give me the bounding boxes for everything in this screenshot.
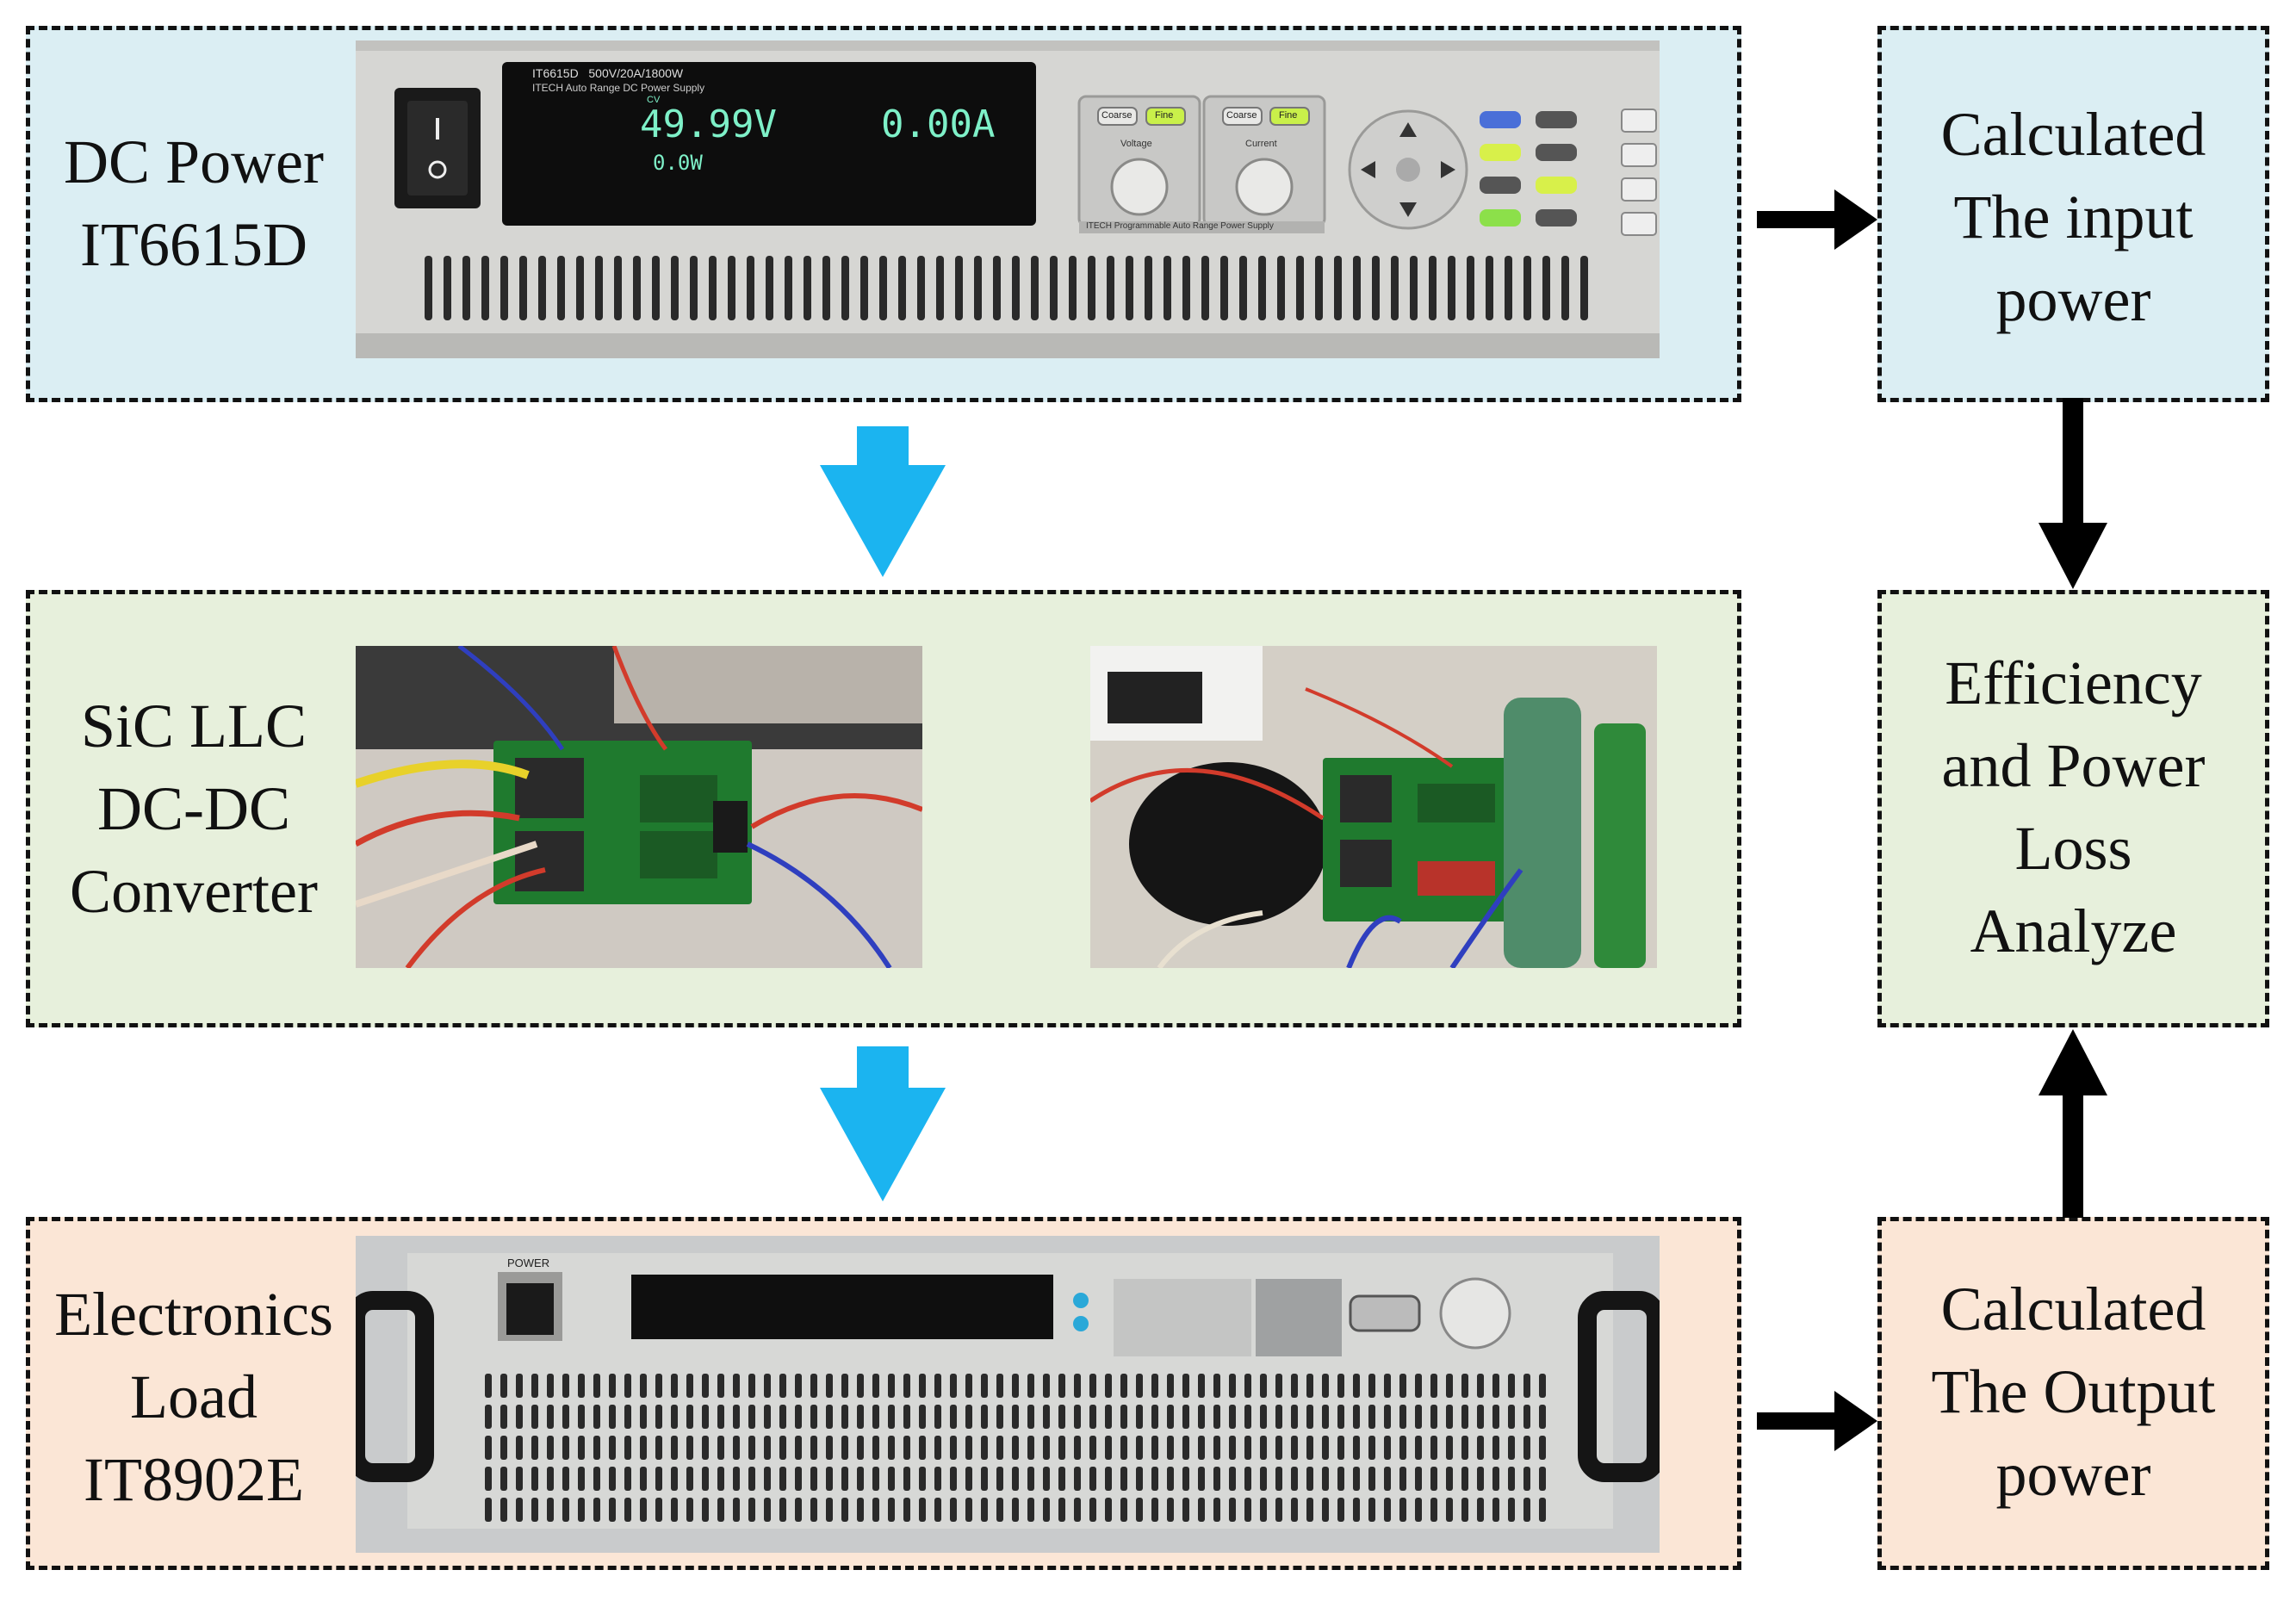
electronic-load-label-line-3: IT8902E — [84, 1445, 304, 1514]
output-power-line-3: power — [1995, 1440, 2151, 1509]
output-power-line-2: The Output — [1931, 1357, 2216, 1426]
flow-arrow-power-to-converter — [820, 426, 946, 577]
psu-voltage-knob-label: Voltage — [1120, 139, 1152, 149]
psu-fine-label-2: Fine — [1279, 110, 1298, 121]
psu-model: IT6615D — [532, 66, 579, 80]
psu-fine-label-1: Fine — [1155, 110, 1174, 121]
arrow-load-to-output-calc — [1757, 1391, 1877, 1451]
arrow-power-to-input-calc — [1757, 189, 1877, 250]
output-power-line-1: Calculated — [1940, 1275, 2206, 1343]
efficiency-line-3: Loss — [2014, 814, 2132, 883]
psu-cv-tag: CV — [647, 95, 661, 105]
calculated-input-power-box — [1877, 26, 2269, 402]
load-power-tag: POWER — [507, 1257, 550, 1269]
input-power-line-2: The input — [1953, 183, 2194, 251]
electronic-load-label-line-2: Load — [130, 1362, 258, 1431]
dc-power-label: DC Power IT6615D — [34, 121, 353, 286]
calculated-output-power-box — [1877, 1217, 2269, 1570]
sic-llc-label-line-2: DC-DC — [96, 774, 290, 843]
psu-current-knob-label: Current — [1245, 139, 1277, 149]
calculated-output-power-label: Calculated The Output power — [1882, 1268, 2265, 1516]
dc-power-label-line-1: DC Power — [64, 127, 324, 196]
efficiency-line-1: Efficiency — [1945, 648, 2202, 717]
efficiency-analysis-label: Efficiency and Power Loss Analyze — [1882, 642, 2265, 972]
arrow-output-calc-to-efficiency — [2038, 1029, 2107, 1218]
arrow-input-calc-to-efficiency — [2038, 398, 2107, 589]
flow-arrow-converter-to-load — [820, 1046, 946, 1201]
psu-footer-text: ITECH Programmable Auto Range Power Supp… — [1086, 221, 1274, 231]
electronic-load-label-line-1: Electronics — [54, 1280, 333, 1349]
converter-board-photo-left — [356, 646, 922, 968]
sic-llc-label-line-1: SiC LLC — [80, 692, 307, 760]
calculated-input-power-label: Calculated The input power — [1882, 93, 2265, 341]
psu-power-readout: 0.0W — [653, 151, 703, 175]
efficiency-analysis-box — [1877, 590, 2269, 1027]
psu-spec: 500V/20A/1800W — [588, 66, 684, 80]
efficiency-line-2: and Power — [1941, 731, 2206, 800]
psu-coarse-label-1: Coarse — [1101, 110, 1132, 121]
dc-power-label-line-2: IT6615D — [80, 210, 307, 279]
psu-voltage-readout: 49.99V — [640, 102, 777, 146]
psu-current-readout: 0.00A — [881, 102, 996, 146]
psu-model-text: IT6615D 500V/20A/1800W — [532, 66, 683, 80]
input-power-line-3: power — [1995, 265, 2151, 334]
electronic-load-photo: POWER — [356, 1236, 1660, 1553]
dc-power-supply-photo: IT6615D 500V/20A/1800W ITECH Auto Range … — [356, 40, 1660, 358]
input-power-line-1: Calculated — [1940, 100, 2206, 169]
sic-llc-label: SiC LLC DC-DC Converter — [34, 685, 353, 933]
psu-desc: ITECH Auto Range DC Power Supply — [532, 82, 705, 94]
sic-llc-label-line-3: Converter — [70, 857, 318, 926]
electronic-load-label: Electronics Load IT8902E — [34, 1273, 353, 1521]
efficiency-line-4: Analyze — [1970, 897, 2177, 965]
converter-board-photo-right — [1090, 646, 1657, 968]
psu-coarse-label-2: Coarse — [1226, 110, 1257, 121]
